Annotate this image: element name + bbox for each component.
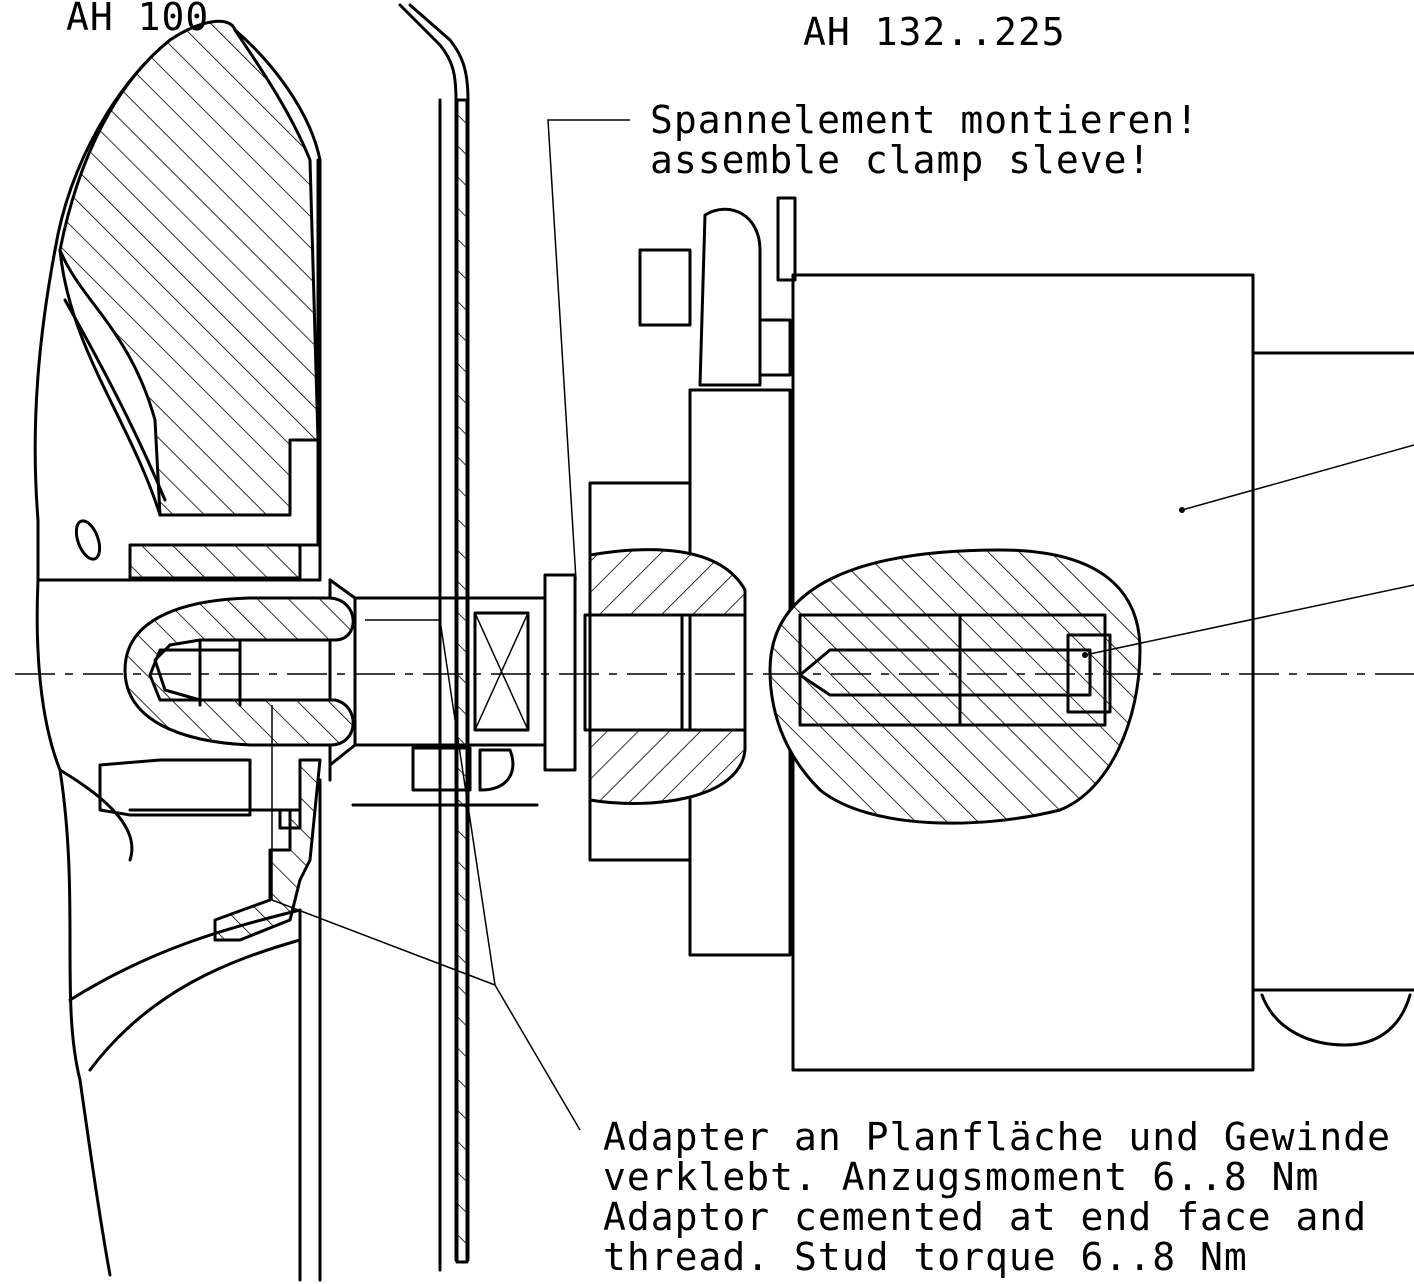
note-adapter-en-2: thread. Stud torque 6..8 Nm — [603, 1235, 1248, 1279]
wheel-hub — [33, 19, 355, 1282]
leader-lines — [271, 119, 1414, 1131]
variant-label-ah100: AH 100 — [66, 0, 209, 39]
sheet-plate — [398, 3, 470, 1272]
adapter-shaft — [328, 573, 577, 807]
note-clamp-en: assemble clamp sleve! — [650, 138, 1151, 182]
note-adapter-en-1: Adaptor cemented at end face and — [603, 1195, 1367, 1239]
variant-label-ah132: AH 132..225 — [803, 10, 1066, 54]
note-clamp-de: Spannelement montieren! — [650, 98, 1199, 142]
motor-housing — [768, 273, 1414, 1072]
note-adapter-de-2: verklebt. Anzugsmoment 6..8 Nm — [603, 1155, 1319, 1199]
note-adapter-de-1: Adapter an Planfläche und Gewinde — [603, 1115, 1391, 1159]
clamp-assembly — [583, 196, 797, 957]
